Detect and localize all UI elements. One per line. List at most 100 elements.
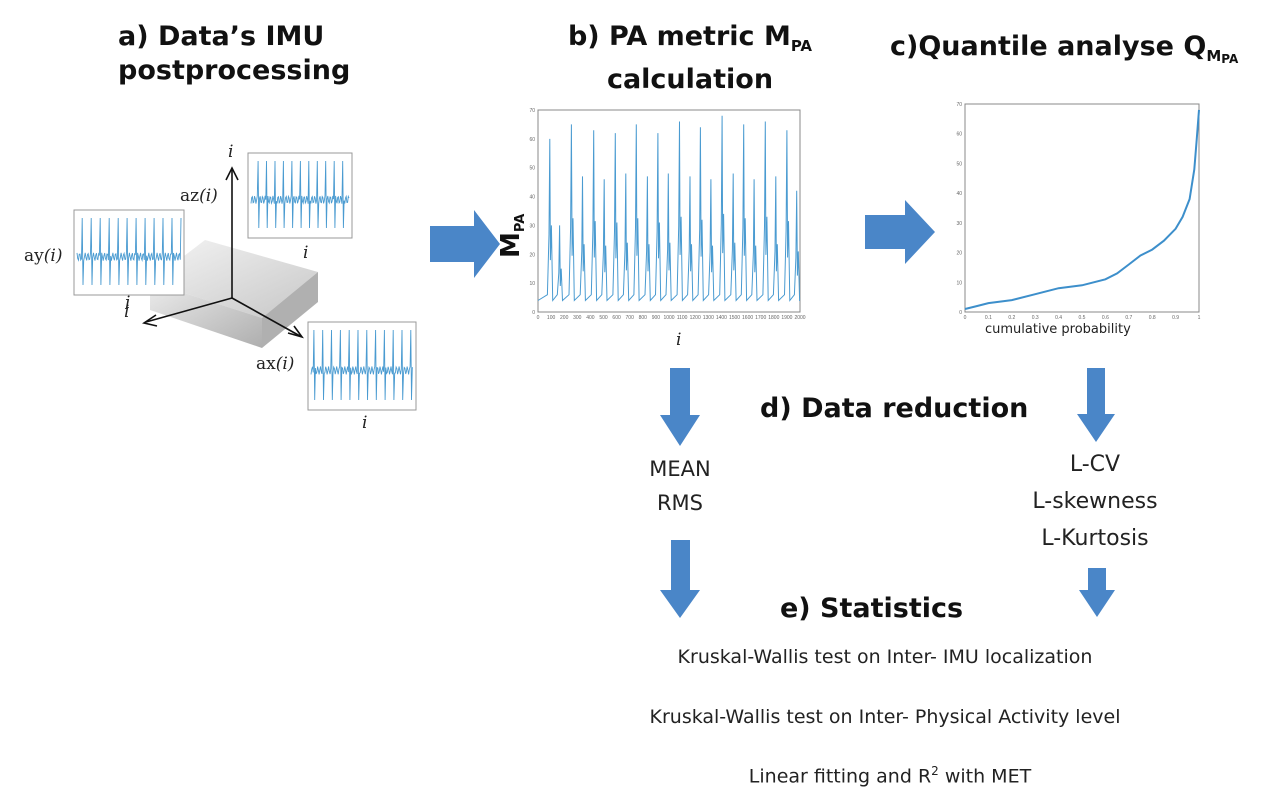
mpa-ylabel-main: M: [496, 232, 526, 258]
panel-c-title-sub1: M: [1206, 47, 1222, 65]
mpa-x-tick: 300: [573, 315, 582, 321]
quantile-x-tick: 0.8: [1149, 315, 1156, 321]
mpa-x-tick: 800: [639, 315, 648, 321]
quantile-x-tick: 0.9: [1172, 315, 1179, 321]
mpa-ylabel-sub: PA: [513, 213, 528, 233]
mpa-ylabel: MPA: [496, 214, 528, 258]
mpa-x-tick: 700: [626, 315, 635, 321]
quantile-x-tick: 0.4: [1055, 315, 1062, 321]
mpa-x-tick: 1100: [677, 315, 688, 321]
arrow-right-icon: [865, 200, 935, 264]
mpa-y-tick: 70: [529, 108, 535, 114]
panel-b-title: b) PA metric MPA calculation: [540, 20, 840, 97]
mpa-x-tick: 1900: [781, 315, 792, 321]
panel-d-title: d) Data reduction: [760, 392, 1050, 426]
panel-c-title: c)Quantile analyse QMPA: [890, 30, 1264, 76]
ay-label-text: ay: [24, 246, 44, 266]
metric-rms: RMS: [656, 491, 704, 515]
axis-i-label-vertical: i: [228, 142, 234, 162]
signal-thumbnail-ay: [73, 209, 185, 296]
quantile-y-tick: 20: [956, 251, 962, 257]
arrow-down-icon: [660, 540, 700, 618]
ax-label-arg: (i): [275, 354, 295, 374]
left-metrics: MEAN RMS: [620, 452, 740, 520]
quantile-x-tick: 0.6: [1102, 315, 1109, 321]
panel-b-title-line1: b) PA metric MPA: [540, 20, 840, 63]
mpa-x-tick: 1300: [703, 315, 714, 321]
quantile-y-tick: 30: [956, 221, 962, 227]
stat-line-3: Linear fitting and R2 with MET: [640, 764, 1140, 787]
mpa-x-tick: 2000: [794, 315, 805, 321]
stat-line-3-sup: 2: [931, 764, 939, 778]
signal-thumbnail-ax: [307, 321, 417, 411]
panel-b-title-line2: calculation: [606, 64, 774, 95]
thumb-az-xlabel: i: [303, 243, 309, 263]
mpa-x-tick: 1800: [768, 315, 779, 321]
mpa-x-tick: 100: [547, 315, 556, 321]
quantile-x-tick: 0.3: [1032, 315, 1039, 321]
thumb-ay-xlabel: i: [125, 293, 131, 313]
axis-i-label-left: i: [124, 302, 130, 322]
panel-e-title-text: e) Statistics: [780, 593, 964, 624]
quantile-y-tick: 50: [956, 161, 962, 167]
imu-axes: [142, 166, 305, 339]
quantile-series-line: [964, 109, 1200, 310]
panel-c-title-sub2: PA: [1221, 52, 1239, 66]
quantile-x-tick: 1: [1198, 315, 1201, 321]
quantile-y-tick: 60: [956, 132, 962, 138]
mpa-x-tick: 1000: [663, 315, 674, 321]
right-metrics: L-CV L-skewness L-Kurtosis: [1010, 446, 1180, 557]
mpa-xlabel: i: [676, 330, 682, 350]
mpa-x-tick: 500: [599, 315, 608, 321]
mpa-y-tick: 40: [529, 195, 535, 201]
panel-e-title: e) Statistics: [780, 592, 1000, 626]
metric-l-kurtosis: L-Kurtosis: [1041, 526, 1149, 551]
arrow-down-icon: [1077, 368, 1115, 442]
quantile-x-tick: 0.5: [1079, 315, 1086, 321]
quantile-y-tick: 10: [956, 280, 962, 286]
mpa-x-tick: 200: [560, 315, 569, 321]
stat-line-1: Kruskal-Wallis test on Inter- IMU locali…: [677, 646, 1093, 668]
quantile-x-tick: 0.1: [985, 315, 992, 321]
panel-d-title-text: d) Data reduction: [760, 393, 1029, 424]
mpa-y-tick: 30: [529, 223, 535, 229]
stat-line-2: Kruskal-Wallis test on Inter- Physical A…: [649, 706, 1121, 728]
az-label-text: az: [180, 186, 200, 206]
mpa-x-tick: 1600: [742, 315, 753, 321]
ay-label: ay(i): [24, 246, 62, 266]
mpa-y-tick: 60: [529, 137, 535, 143]
az-label: az(i): [180, 186, 218, 206]
arrow-down-icon: [1079, 568, 1115, 617]
ay-label-arg: (i): [43, 246, 63, 266]
mpa-y-tick: 10: [529, 281, 535, 287]
metric-l-cv: L-CV: [1069, 452, 1121, 477]
panel-b-title-prefix: b) PA metric M: [567, 21, 791, 52]
quantile-y-tick: 70: [956, 102, 962, 108]
panel-a-title-line2: postprocessing: [118, 55, 351, 86]
mpa-y-tick: 50: [529, 166, 535, 172]
metric-l-skewness: L-skewness: [1032, 489, 1158, 514]
stat-line-3-pre: Linear fitting and R: [748, 765, 932, 788]
mpa-x-tick: 400: [586, 315, 595, 321]
quantile-x-tick: 0.2: [1008, 315, 1015, 321]
panel-a-title-line1: a) Data’s IMU: [118, 21, 325, 52]
mpa-y-tick: 0: [532, 310, 535, 316]
panel-a-title: a) Data’s IMU postprocessing: [118, 20, 358, 88]
mpa-x-tick: 900: [652, 315, 661, 321]
arrow-right-icon: [430, 210, 500, 278]
stat-line-3-post: with MET: [938, 765, 1032, 788]
panel-b-title-sub: PA: [790, 37, 813, 55]
quantile-y-tick: 40: [956, 191, 962, 197]
mpa-x-tick: 1400: [716, 315, 727, 321]
ax-label-text: ax: [256, 354, 276, 374]
az-label-arg: (i): [199, 186, 218, 206]
thumb-ax-xlabel: i: [362, 413, 368, 433]
ax-label: ax(i): [256, 354, 294, 374]
imu-device: [150, 240, 318, 348]
mpa-x-tick: 1200: [690, 315, 701, 321]
quantile-xlabel: cumulative probability: [985, 322, 1131, 337]
mpa-x-tick: 0: [537, 315, 540, 321]
